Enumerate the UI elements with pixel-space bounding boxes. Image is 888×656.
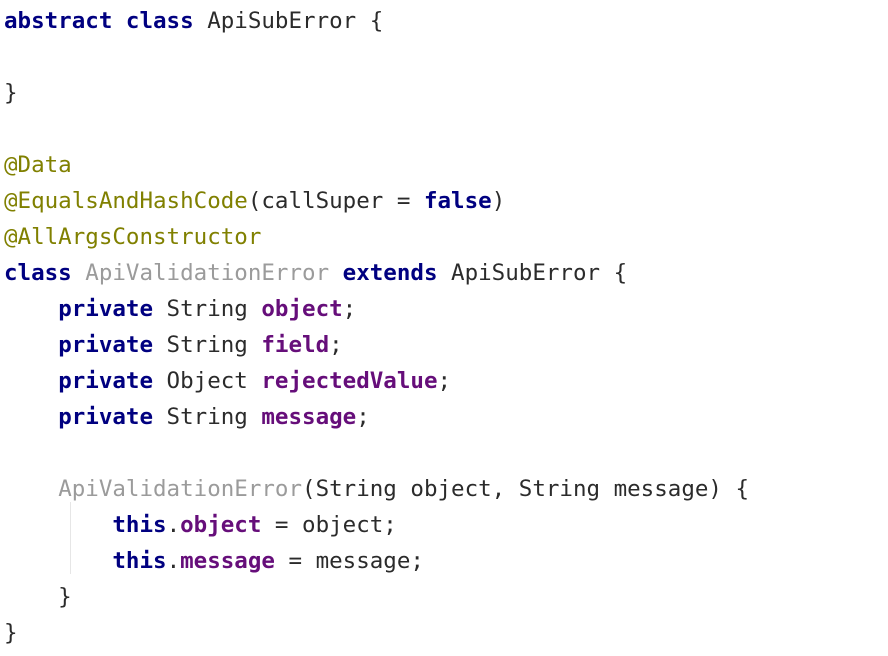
code-token: = message; <box>274 548 424 574</box>
code-token <box>112 8 126 34</box>
code-token <box>4 296 58 322</box>
code-token <box>329 260 343 286</box>
code-token <box>4 332 58 358</box>
code-token: ; <box>342 296 357 322</box>
code-line[interactable]: private Object rejectedValue; <box>4 363 884 399</box>
code-line[interactable]: private String field; <box>4 327 884 363</box>
code-line[interactable]: } <box>4 579 884 615</box>
code-token: . <box>166 548 181 574</box>
code-line[interactable] <box>4 111 884 147</box>
code-token <box>72 260 86 286</box>
field-token: message <box>180 548 275 574</box>
code-line[interactable]: class ApiValidationError extends ApiSubE… <box>4 255 884 291</box>
code-line[interactable]: private String message; <box>4 399 884 435</box>
annotation-token: @AllArgsConstructor <box>4 224 262 250</box>
keyword-token: private <box>58 296 154 322</box>
code-line[interactable] <box>4 39 884 75</box>
code-line[interactable]: private String object; <box>4 291 884 327</box>
code-line[interactable]: ApiValidationError(String object, String… <box>4 471 884 507</box>
code-token: ApiSubError { <box>437 260 628 286</box>
code-token: String <box>153 332 262 358</box>
code-token: } <box>4 80 18 106</box>
code-token: . <box>166 512 181 538</box>
field-token: rejectedValue <box>261 368 438 394</box>
code-line[interactable] <box>4 435 884 471</box>
keyword-token: class <box>4 260 72 286</box>
field-token: message <box>261 404 357 430</box>
code-token: ; <box>437 368 452 394</box>
code-line[interactable]: @Data <box>4 147 884 183</box>
code-token: } <box>4 584 72 610</box>
code-line[interactable]: abstract class ApiSubError { <box>4 3 884 39</box>
identifier-token: ApiValidationError <box>58 476 303 502</box>
code-line[interactable]: } <box>4 75 884 111</box>
code-token: (callSuper = <box>247 188 424 214</box>
code-token: ; <box>356 404 370 430</box>
keyword-token: private <box>58 404 154 430</box>
code-token: (String object, String message) { <box>302 476 750 502</box>
code-token: String <box>153 296 262 322</box>
keyword-token: extends <box>342 260 438 286</box>
code-token <box>4 368 58 394</box>
keyword-token: private <box>58 332 154 358</box>
code-token <box>4 548 112 574</box>
code-token: Object <box>153 368 262 394</box>
field-token: field <box>261 332 330 358</box>
keyword-token: class <box>125 8 194 34</box>
field-token: object <box>261 296 343 322</box>
code-token: String <box>153 404 262 430</box>
code-token: } <box>4 620 18 646</box>
keyword-token: this <box>112 512 167 538</box>
code-token: ; <box>329 332 343 358</box>
code-line[interactable]: } <box>4 615 884 651</box>
annotation-token: @EqualsAndHashCode <box>4 188 248 214</box>
code-line[interactable]: @AllArgsConstructor <box>4 219 884 255</box>
code-line[interactable]: this.message = message; <box>4 543 884 579</box>
code-line[interactable]: this.object = object; <box>4 507 884 543</box>
identifier-token: ApiValidationError <box>85 260 330 286</box>
indent-guide <box>70 502 71 574</box>
keyword-token: abstract <box>4 8 113 34</box>
keyword-token: this <box>112 548 167 574</box>
annotation-token: @Data <box>4 152 72 178</box>
code-line[interactable]: @EqualsAndHashCode(callSuper = false) <box>4 183 884 219</box>
code-token <box>4 476 58 502</box>
code-token: ) <box>491 188 506 214</box>
code-token <box>4 404 58 430</box>
code-token: = object; <box>261 512 397 538</box>
keyword-token: false <box>423 188 492 214</box>
code-token <box>4 512 112 538</box>
keyword-token: private <box>58 368 154 394</box>
field-token: object <box>180 512 262 538</box>
code-block[interactable]: abstract class ApiSubError {} @Data @Equal… <box>4 3 884 651</box>
code-token: ApiSubError { <box>193 8 384 34</box>
